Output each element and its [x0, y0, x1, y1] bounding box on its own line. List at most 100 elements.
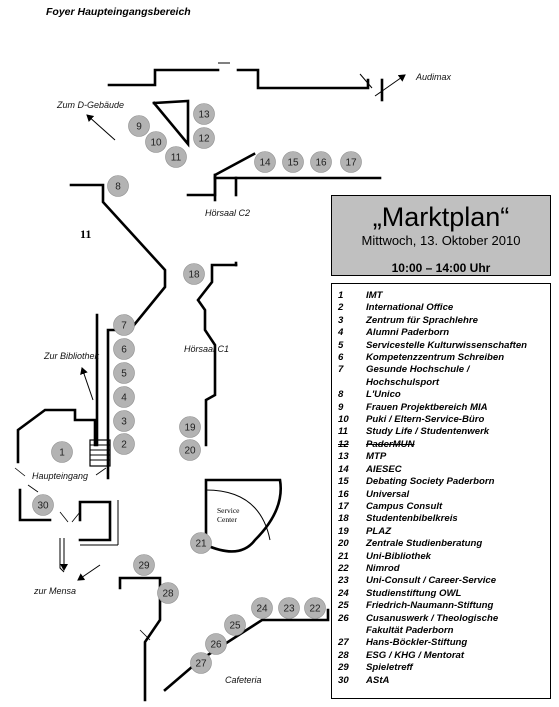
legend-number: 17: [338, 500, 349, 512]
legend-text: Universal: [366, 488, 410, 500]
stand-number: 9: [136, 122, 142, 133]
stand-number: 6: [121, 345, 127, 356]
legend-number: 1: [338, 290, 344, 301]
arrow-mensa-c: [77, 564, 101, 581]
stand-circle: [224, 614, 246, 636]
stand-number: 23: [283, 604, 295, 615]
legend-number: 21: [338, 550, 349, 562]
arrow-audimax: [374, 74, 406, 97]
stand-number: 30: [37, 501, 49, 512]
stairs: [89, 439, 111, 467]
header-title: „Marktplan“: [372, 202, 510, 232]
stand-circle: [128, 115, 150, 137]
legend-number: 23: [338, 575, 349, 587]
legend-number: 12: [338, 438, 349, 450]
stand-marker-1: 1: [51, 441, 73, 463]
label-audimax: Audimax: [415, 72, 452, 82]
legend-text: Gesunde Hochschule / Hochschulsport: [366, 364, 470, 388]
legend-text: Zentrum für Sprachlehre: [366, 314, 478, 326]
stand-marker-20: 20: [179, 439, 201, 461]
legend-number: 25: [338, 600, 349, 612]
page-title: Foyer Haupteingangsbereich: [46, 6, 191, 18]
stand-marker-22: 22: [304, 597, 326, 619]
stand-number: 18: [188, 270, 200, 281]
stand-circle: [190, 532, 212, 554]
stand-circle: [190, 652, 212, 674]
stand-number: 5: [121, 369, 127, 380]
legend-item: 1 IMT: [332, 290, 550, 302]
stand-number: 14: [259, 158, 271, 169]
stand-number: 28: [162, 589, 174, 600]
stand-marker-10: 10: [145, 131, 167, 153]
legend-text: IMT: [366, 290, 383, 301]
stand-circle: [179, 439, 201, 461]
stand-marker-15: 15: [282, 151, 304, 173]
stand-marker-2: 2: [113, 433, 135, 455]
label-room-11: 11: [80, 227, 91, 241]
stand-marker-5: 5: [113, 362, 135, 384]
stand-marker-13: 13: [193, 103, 215, 125]
legend-number: 20: [338, 538, 349, 550]
legend-number: 6: [338, 352, 344, 364]
stand-circle: [113, 362, 135, 384]
stand-circle: [107, 175, 129, 197]
stand-circle: [113, 410, 135, 432]
legend-text: Studentenbibelkreis: [366, 513, 458, 525]
stand-marker-30: 30: [32, 494, 54, 516]
stand-marker-29: 29: [133, 554, 155, 576]
stand-marker-3: 3: [113, 410, 135, 432]
legend-text: MTP: [366, 451, 387, 463]
legend-text: Debating Society Paderborn: [366, 476, 495, 488]
legend-text: Zentrale Studienberatung: [366, 538, 483, 550]
stand-number: 1: [59, 448, 65, 459]
stand-marker-24: 24: [251, 597, 273, 619]
legend-text: AStA: [366, 674, 390, 686]
legend-item: 20 Zentrale Studienberatung: [332, 538, 550, 550]
stand-marker-28: 28: [157, 582, 179, 604]
legend-number: 2: [338, 302, 344, 314]
label-hoersaal-c1: Hörsaal C1: [184, 344, 229, 354]
legend-number: 15: [338, 476, 349, 488]
stand-marker-11: 11: [165, 146, 187, 168]
arrow-mensa-a: [59, 538, 65, 573]
legend-number: 24: [338, 587, 349, 599]
legend-text: Kompetenzzentrum Schreiben: [366, 352, 505, 364]
stand-marker-16: 16: [310, 151, 332, 173]
legend-item: 14 AIESEC: [332, 464, 550, 476]
legend-number: 14: [338, 463, 349, 475]
legend-number: 22: [338, 562, 349, 574]
stand-circle: [193, 103, 215, 125]
legend-text: AIESEC: [366, 463, 402, 475]
stand-marker-14: 14: [254, 151, 276, 173]
stand-marker-19: 19: [179, 416, 201, 438]
stand-number: 27: [195, 659, 207, 670]
stand-number: 25: [229, 621, 241, 632]
stand-marker-25: 25: [224, 614, 246, 636]
label-hoersaal-c2: Hörsaal C2: [205, 208, 250, 218]
stand-number: 16: [315, 158, 327, 169]
legend-number: 28: [338, 649, 349, 661]
stand-number: 19: [184, 423, 196, 434]
legend-text: Study Life / Studentenwerk: [366, 426, 490, 438]
stand-number: 20: [184, 446, 196, 457]
legend-number: 18: [338, 513, 349, 525]
stand-circle: [251, 597, 273, 619]
stand-circle: [183, 263, 205, 285]
stand-circle: [205, 633, 227, 655]
legend-text: L'Unico: [366, 389, 401, 401]
legend-number: 3: [338, 314, 344, 326]
